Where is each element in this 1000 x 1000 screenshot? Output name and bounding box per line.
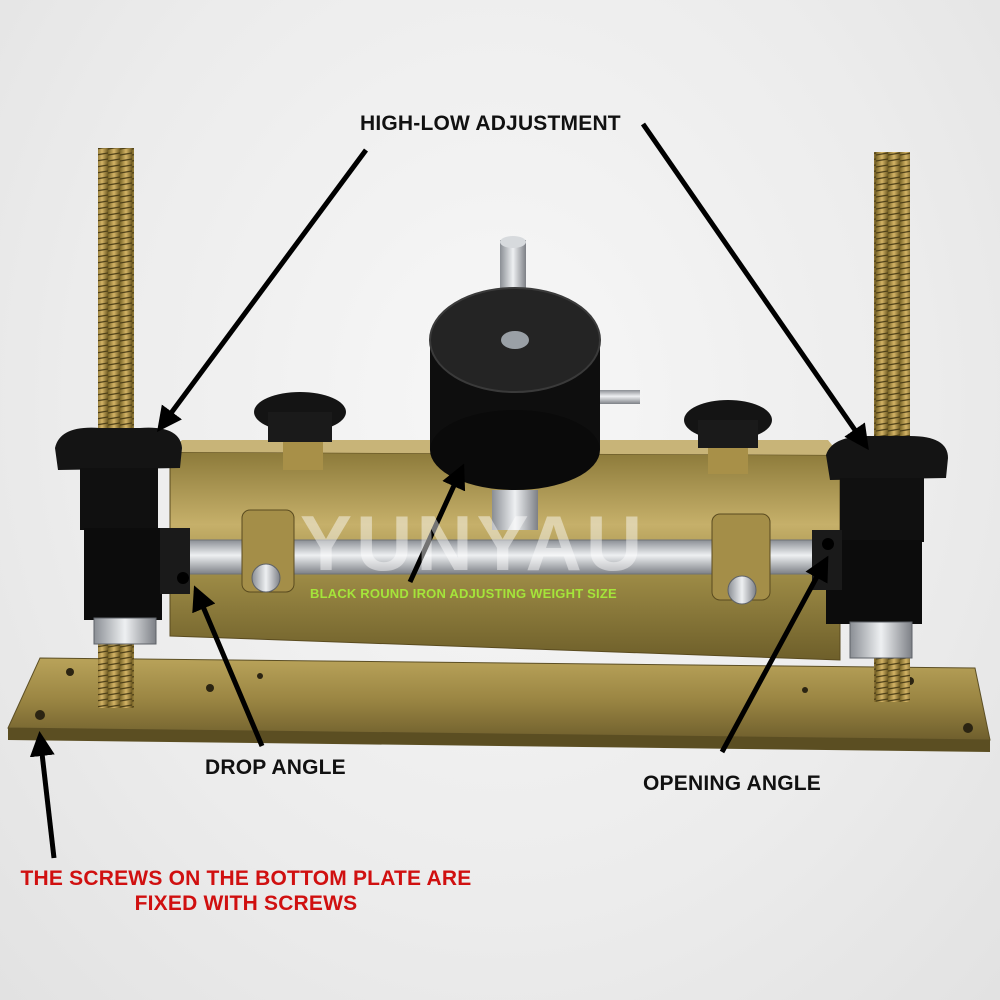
arrow-drop-angle <box>192 585 265 747</box>
right-top-knob <box>684 400 772 474</box>
arrow-weight <box>407 463 466 584</box>
label-opening-angle: OPENING ANGLE <box>643 772 822 795</box>
label-drop-angle: DROP ANGLE <box>205 756 346 779</box>
left-top-knob <box>254 392 346 470</box>
annotation-arrows <box>29 122 869 859</box>
round-weight <box>429 287 640 490</box>
watermark: YUNYAU <box>300 499 647 587</box>
label-bottom-screws: THE SCREWS ON THE BOTTOM PLATE ARE FIXED… <box>0 866 492 916</box>
left-clamp <box>241 509 295 593</box>
arrow-high-low-right <box>640 122 869 451</box>
left-black-assembly <box>55 427 190 645</box>
center-bolt <box>492 490 538 530</box>
arrow-bottom-screws <box>29 731 57 859</box>
right-clamp <box>711 513 771 605</box>
label-high-low-adjustment: HIGH-LOW ADJUSTMENT <box>360 112 621 135</box>
arrow-opening-angle <box>719 555 829 754</box>
arrow-high-low-left <box>157 148 369 433</box>
bottom-plate <box>7 657 991 752</box>
label-weight-note: BLACK ROUND IRON ADJUSTING WEIGHT SIZE <box>310 586 617 601</box>
label-bottom-screws-line2: FIXED WITH SCREWS <box>134 892 358 915</box>
label-bottom-screws-line1: THE SCREWS ON THE BOTTOM PLATE ARE <box>20 867 472 890</box>
